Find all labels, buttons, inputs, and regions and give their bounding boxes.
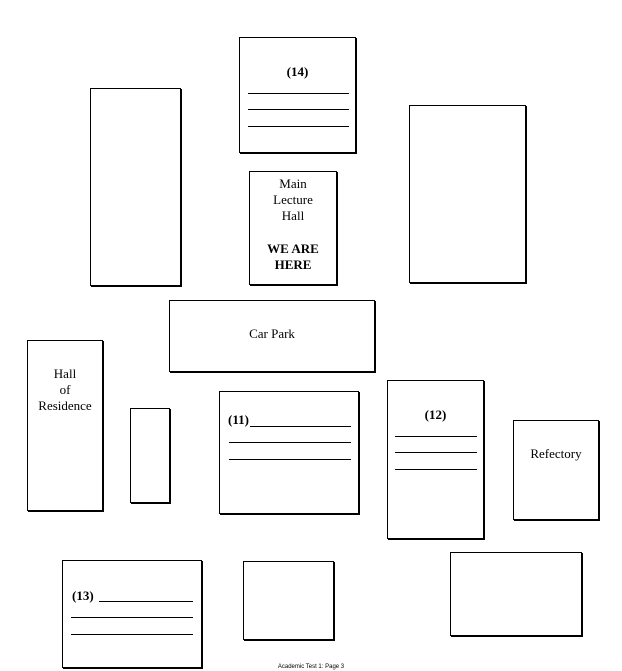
page-footer: Academic Test 1: Page 3 (277, 664, 345, 670)
building-question-11: (11) (219, 391, 359, 514)
building-unlabeled-bottom-right (450, 552, 582, 636)
main-lecture-hall-label: Main Lecture Hall (273, 176, 313, 223)
building-unlabeled-right-tall (409, 105, 526, 283)
question-12-number: (12) (424, 407, 447, 422)
building-question-12: (12) (387, 380, 484, 539)
answer-line-12-c (395, 469, 477, 470)
answer-line-14-a (248, 93, 349, 94)
answer-line-14-c (248, 126, 349, 127)
car-park: Car Park (169, 300, 375, 372)
we-are-here-label: WE ARE HERE (267, 241, 319, 272)
question-11-number: (11) (228, 412, 249, 427)
answer-line-13-a (99, 601, 193, 602)
answer-line-12-b (395, 452, 477, 453)
question-14-number: (14) (286, 64, 309, 79)
building-main-lecture-hall: Main Lecture Hall WE ARE HERE (249, 171, 337, 285)
question-13-number: (13) (72, 588, 94, 603)
refectory-label: Refectory (530, 446, 582, 461)
building-question-14: (14) (239, 37, 356, 153)
answer-line-11-c (229, 459, 351, 460)
hall-of-residence-label: Hall of Residence (38, 366, 92, 413)
building-unlabeled-bottom-middle (243, 561, 334, 640)
building-unlabeled-left-tall (90, 88, 181, 286)
building-unlabeled-small (130, 408, 170, 503)
building-hall-of-residence: Hall of Residence (27, 340, 103, 511)
answer-line-11-a (250, 426, 351, 427)
answer-line-13-b (71, 617, 193, 618)
answer-line-11-b (229, 442, 351, 443)
building-refectory: Refectory (513, 420, 599, 520)
building-question-13: (13) (62, 560, 202, 668)
car-park-label: Car Park (249, 326, 295, 341)
answer-line-14-b (248, 109, 349, 110)
answer-line-12-a (395, 436, 477, 437)
answer-line-13-c (71, 634, 193, 635)
